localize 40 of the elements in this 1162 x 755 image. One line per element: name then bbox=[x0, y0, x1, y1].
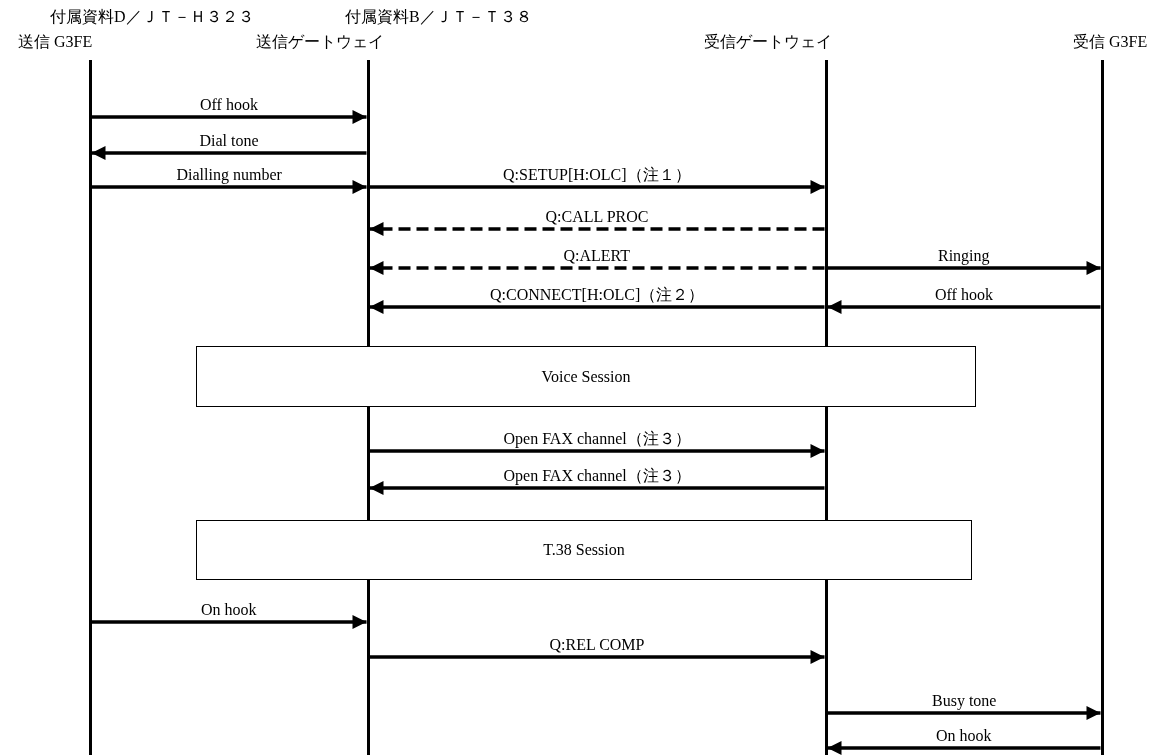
arrow bbox=[369, 481, 825, 495]
arrow bbox=[369, 180, 825, 194]
lifeline-header: 受信 G3FE bbox=[1073, 33, 1148, 51]
arrow bbox=[91, 180, 367, 194]
arrow bbox=[369, 261, 825, 275]
arrow bbox=[827, 741, 1101, 755]
arrow bbox=[91, 615, 367, 629]
arrow bbox=[369, 222, 825, 236]
arrow bbox=[827, 261, 1101, 275]
annex-label: 付属資料D／ＪＴ－Ｈ３２３ bbox=[50, 8, 254, 26]
edge-label: On hook bbox=[936, 727, 992, 745]
edge-label: Q:SETUP[H:OLC]（注１） bbox=[503, 166, 691, 184]
arrow bbox=[827, 300, 1101, 314]
edge-label: Busy tone bbox=[932, 692, 997, 710]
arrow bbox=[91, 146, 367, 160]
edge-label: On hook bbox=[201, 601, 257, 619]
lifeline-header: 送信ゲートウェイ bbox=[256, 33, 384, 51]
edge-label: Q:ALERT bbox=[563, 247, 631, 265]
annex-label: 付属資料B／ＪＴ－Ｔ３８ bbox=[345, 8, 532, 26]
arrow bbox=[369, 300, 825, 314]
session-label: T.38 Session bbox=[543, 541, 625, 559]
edge-label: Q:CALL PROC bbox=[545, 208, 649, 226]
arrow bbox=[369, 444, 825, 458]
edge-label: Open FAX channel（注３） bbox=[503, 430, 691, 448]
edge-label: Dialling number bbox=[176, 166, 282, 184]
lifeline-header: 受信ゲートウェイ bbox=[704, 33, 832, 51]
edge-label: Q:REL COMP bbox=[549, 636, 645, 654]
edge-label: Q:CONNECT[H:OLC]（注２） bbox=[490, 286, 705, 304]
edge-label: Off hook bbox=[935, 286, 993, 304]
edge-label: Off hook bbox=[200, 96, 258, 114]
edge-label: Dial tone bbox=[199, 132, 259, 150]
arrow bbox=[827, 706, 1101, 720]
edge-label: Open FAX channel（注３） bbox=[503, 467, 691, 485]
session-box bbox=[196, 520, 972, 580]
session-label: Voice Session bbox=[541, 367, 631, 386]
session-box bbox=[196, 346, 976, 407]
lifeline-header: 送信 G3FE bbox=[18, 33, 93, 51]
edge-label: Ringing bbox=[938, 247, 990, 265]
arrow bbox=[369, 650, 825, 664]
arrow bbox=[91, 110, 367, 124]
